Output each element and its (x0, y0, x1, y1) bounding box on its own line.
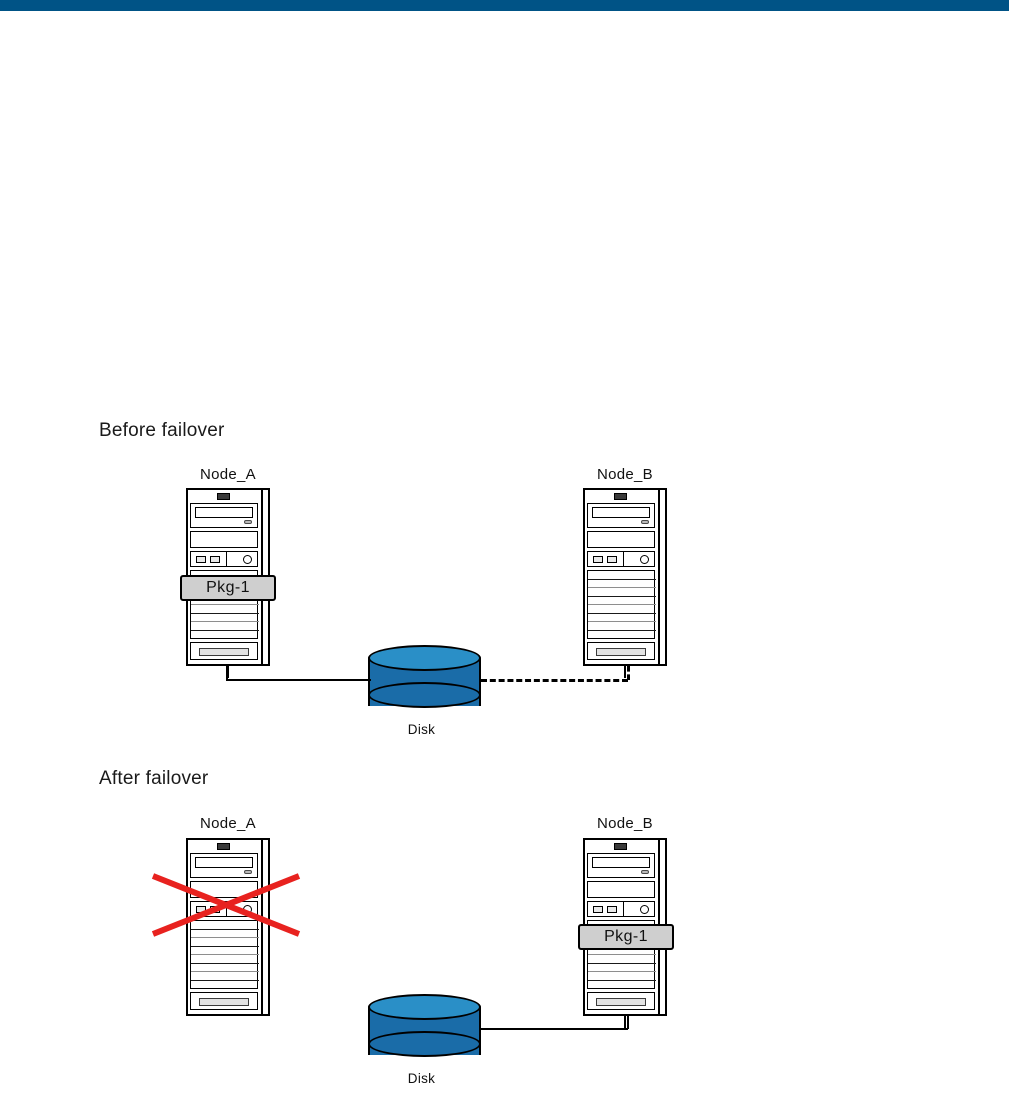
control-panel-bay (190, 551, 258, 567)
optical-drive-bay (587, 853, 655, 878)
link-node-a-disk-vertical (226, 666, 228, 680)
server-stand (227, 666, 229, 678)
vendor-logo-badge (217, 843, 230, 850)
bottom-bay-insert (199, 998, 249, 1006)
top-accent-bar (0, 0, 1009, 11)
disk-label-after: Disk (407, 1071, 436, 1086)
package-badge-pkg-1-node-a[interactable]: Pkg-1 (180, 575, 276, 601)
power-button-icon (640, 555, 649, 564)
bottom-bay-insert (596, 648, 646, 656)
indicator-group (588, 902, 624, 916)
bottom-bay (190, 992, 258, 1010)
activity-led-icon (607, 556, 617, 563)
link-node-a-disk-horizontal (226, 679, 371, 681)
server-front-panel (587, 492, 656, 662)
bottom-bay (190, 642, 258, 660)
eject-button-icon (244, 520, 252, 524)
blank-bay (587, 531, 655, 548)
optical-drive-slot (195, 507, 253, 518)
blank-bay (190, 531, 258, 548)
status-led-icon (593, 556, 603, 563)
optical-drive-bay (190, 853, 258, 878)
status-led-icon (196, 556, 206, 563)
disk-cylinder-top (368, 994, 481, 1020)
vendor-logo-badge (614, 493, 627, 500)
node-label-node-a-after: Node_A (199, 815, 256, 832)
control-panel-bay (190, 901, 258, 917)
link-node-b-disk-dashed-vertical (627, 666, 630, 680)
vendor-logo-badge (614, 843, 627, 850)
server-tower-node-b-before (583, 488, 667, 678)
server-stand (624, 666, 626, 678)
optical-drive-slot (592, 857, 650, 868)
link-disk-node-b-vertical (627, 1016, 629, 1029)
activity-led-icon (210, 906, 220, 913)
status-led-icon (593, 906, 603, 913)
eject-button-icon (244, 870, 252, 874)
eject-button-icon (641, 520, 649, 524)
bottom-bay-insert (596, 998, 646, 1006)
package-badge-pkg-1-node-b[interactable]: Pkg-1 (578, 924, 674, 950)
node-label-node-b-after: Node_B (596, 815, 653, 832)
disk-cylinder-bottom (368, 682, 481, 708)
indicator-group (191, 552, 227, 566)
disk-cylinder-top (368, 645, 481, 671)
power-button-icon (640, 905, 649, 914)
link-disk-node-b-horizontal (481, 1028, 628, 1030)
blank-bay (587, 881, 655, 898)
control-panel-bay (587, 901, 655, 917)
status-led-icon (196, 906, 206, 913)
optical-drive-bay (190, 503, 258, 528)
vendor-logo-badge (217, 493, 230, 500)
control-panel-bay (587, 551, 655, 567)
activity-led-icon (210, 556, 220, 563)
disk-label-before: Disk (407, 722, 436, 737)
drive-slot-bay (190, 920, 259, 989)
indicator-group (588, 552, 624, 566)
optical-drive-slot (195, 857, 253, 868)
eject-button-icon (641, 870, 649, 874)
node-label-node-b-before: Node_B (596, 466, 653, 483)
disk-cylinder-bottom (368, 1031, 481, 1057)
storage-disk-before (368, 645, 481, 719)
server-side-panel (658, 490, 665, 664)
bottom-bay-insert (199, 648, 249, 656)
server-front-panel (190, 492, 259, 662)
section-title-before-failover: Before failover (99, 420, 225, 441)
activity-led-icon (607, 906, 617, 913)
server-stand (624, 1016, 626, 1028)
server-front-panel (587, 842, 656, 1012)
drive-slot-bay (587, 570, 656, 639)
server-side-panel (261, 840, 268, 1014)
section-title-after-failover: After failover (99, 768, 209, 789)
power-button-icon (243, 555, 252, 564)
blank-bay (190, 881, 258, 898)
power-button-icon (243, 905, 252, 914)
bottom-bay (587, 642, 655, 660)
optical-drive-bay (587, 503, 655, 528)
server-front-panel (190, 842, 259, 1012)
optical-drive-slot (592, 507, 650, 518)
storage-disk-after (368, 994, 481, 1068)
node-label-node-a-before: Node_A (199, 466, 256, 483)
link-node-b-disk-dashed-horizontal (481, 679, 628, 682)
indicator-group (191, 902, 227, 916)
server-tower-node-a-after (186, 838, 270, 1016)
bottom-bay (587, 992, 655, 1010)
